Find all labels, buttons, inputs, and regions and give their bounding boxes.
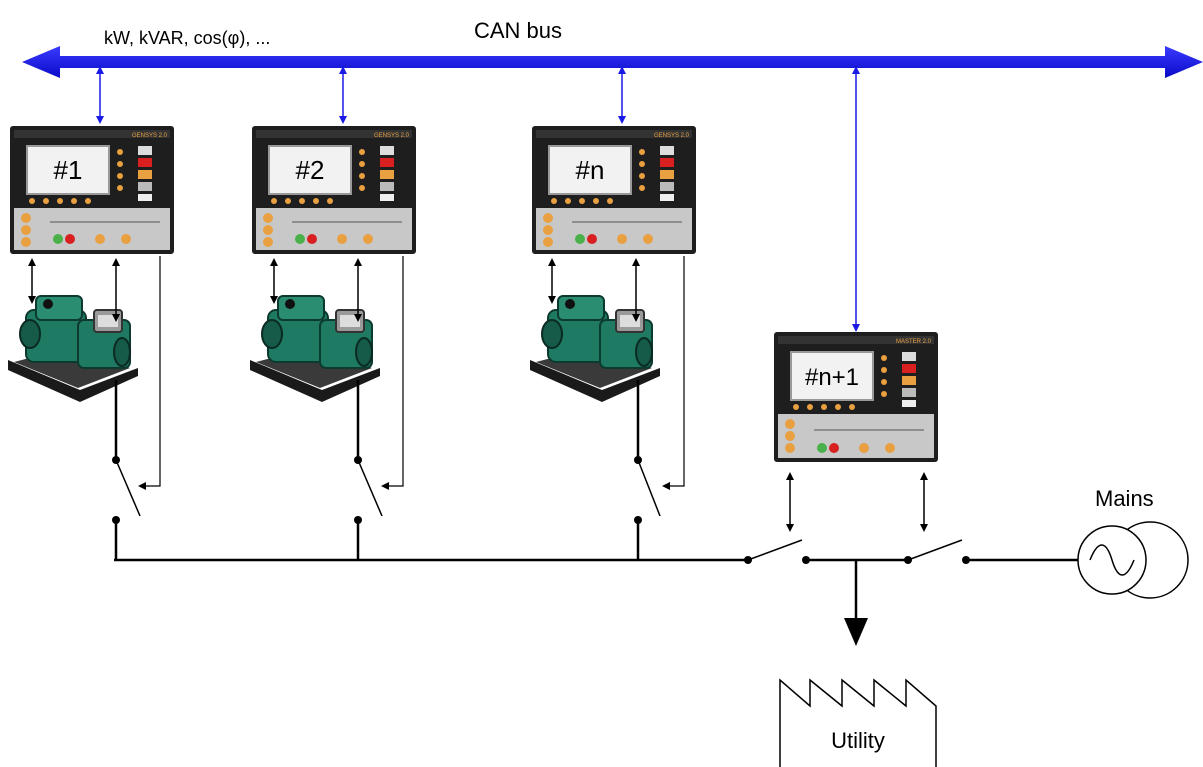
controller-side-buttons: [380, 146, 394, 201]
controller-header: [256, 130, 412, 138]
can-bus-label: CAN bus: [474, 18, 562, 43]
controller-2: GENSYS 2.0 #2: [252, 126, 416, 254]
controller-side-leds: [117, 149, 123, 191]
breaker-contacts: [112, 456, 642, 524]
controller-lower-panel: [256, 208, 412, 250]
controller-id-label: #1: [54, 155, 83, 185]
controller-n: GENSYS 2.0 #n: [532, 126, 696, 254]
controller-logo: GENSYS 2.0: [654, 133, 690, 139]
genset-n: [530, 295, 660, 402]
controller-lower-buttons: [263, 213, 373, 247]
controller-lower-panel: [14, 208, 170, 250]
genset-2: [250, 295, 380, 402]
controller-side-leds: [359, 149, 365, 191]
main-busbar: [114, 539, 1080, 618]
controller-side-buttons: [660, 146, 674, 201]
can-bus-signals-label: kW, kVAR, cos(φ), ...: [104, 28, 270, 48]
controller-id-label: #n: [576, 155, 605, 185]
controller-lower-panel: [778, 414, 934, 458]
genset-breakers: [114, 380, 661, 560]
controller-logo: GENSYS 2.0: [132, 133, 168, 139]
controller-lower-buttons: [543, 213, 653, 247]
breaker-control-lines: [138, 256, 685, 490]
controller-lower-buttons: [21, 213, 131, 247]
controller-header: [14, 130, 170, 138]
genset-1: [8, 295, 138, 402]
mains-label: Mains: [1095, 486, 1154, 511]
utility-feed-arrow: [844, 618, 868, 646]
controller-side-buttons: [902, 352, 916, 407]
controller-screen: [268, 145, 352, 195]
controller-logo: MASTER 2.0: [896, 339, 932, 345]
controller-screen: [548, 145, 632, 195]
controller-header: [778, 336, 934, 344]
mains-source-icon: [1077, 521, 1189, 599]
can-bus-arrow: [22, 46, 1203, 78]
controller-lower-buttons: [785, 419, 895, 453]
controller-screen: [790, 351, 874, 401]
master-breaker-links: [786, 472, 928, 532]
controller-master: MASTER 2.0 #n+1: [774, 332, 938, 462]
controller-soft-keys: [271, 198, 333, 204]
controller-side-leds: [881, 355, 887, 397]
controller-side-leds: [639, 149, 645, 191]
controller-id-label: #n+1: [805, 364, 859, 391]
controller-side-buttons: [138, 146, 152, 201]
controller-lower-panel: [536, 208, 692, 250]
controller-logo: GENSYS 2.0: [374, 133, 410, 139]
can-bus: [22, 46, 1203, 78]
controller-id-label: #2: [296, 155, 325, 185]
utility-factory-icon: [779, 678, 937, 767]
utility-label: Utility: [831, 728, 885, 753]
controller-soft-keys: [793, 404, 855, 410]
bus-drops: [96, 66, 860, 332]
controller-genset-links: [28, 258, 640, 322]
controller-header: [536, 130, 692, 138]
busbar-contacts: [744, 556, 970, 564]
controller-1: GENSYS 2.0 #1: [10, 126, 174, 254]
controller-screen: [26, 145, 110, 195]
controller-soft-keys: [29, 198, 91, 204]
controller-soft-keys: [551, 198, 613, 204]
